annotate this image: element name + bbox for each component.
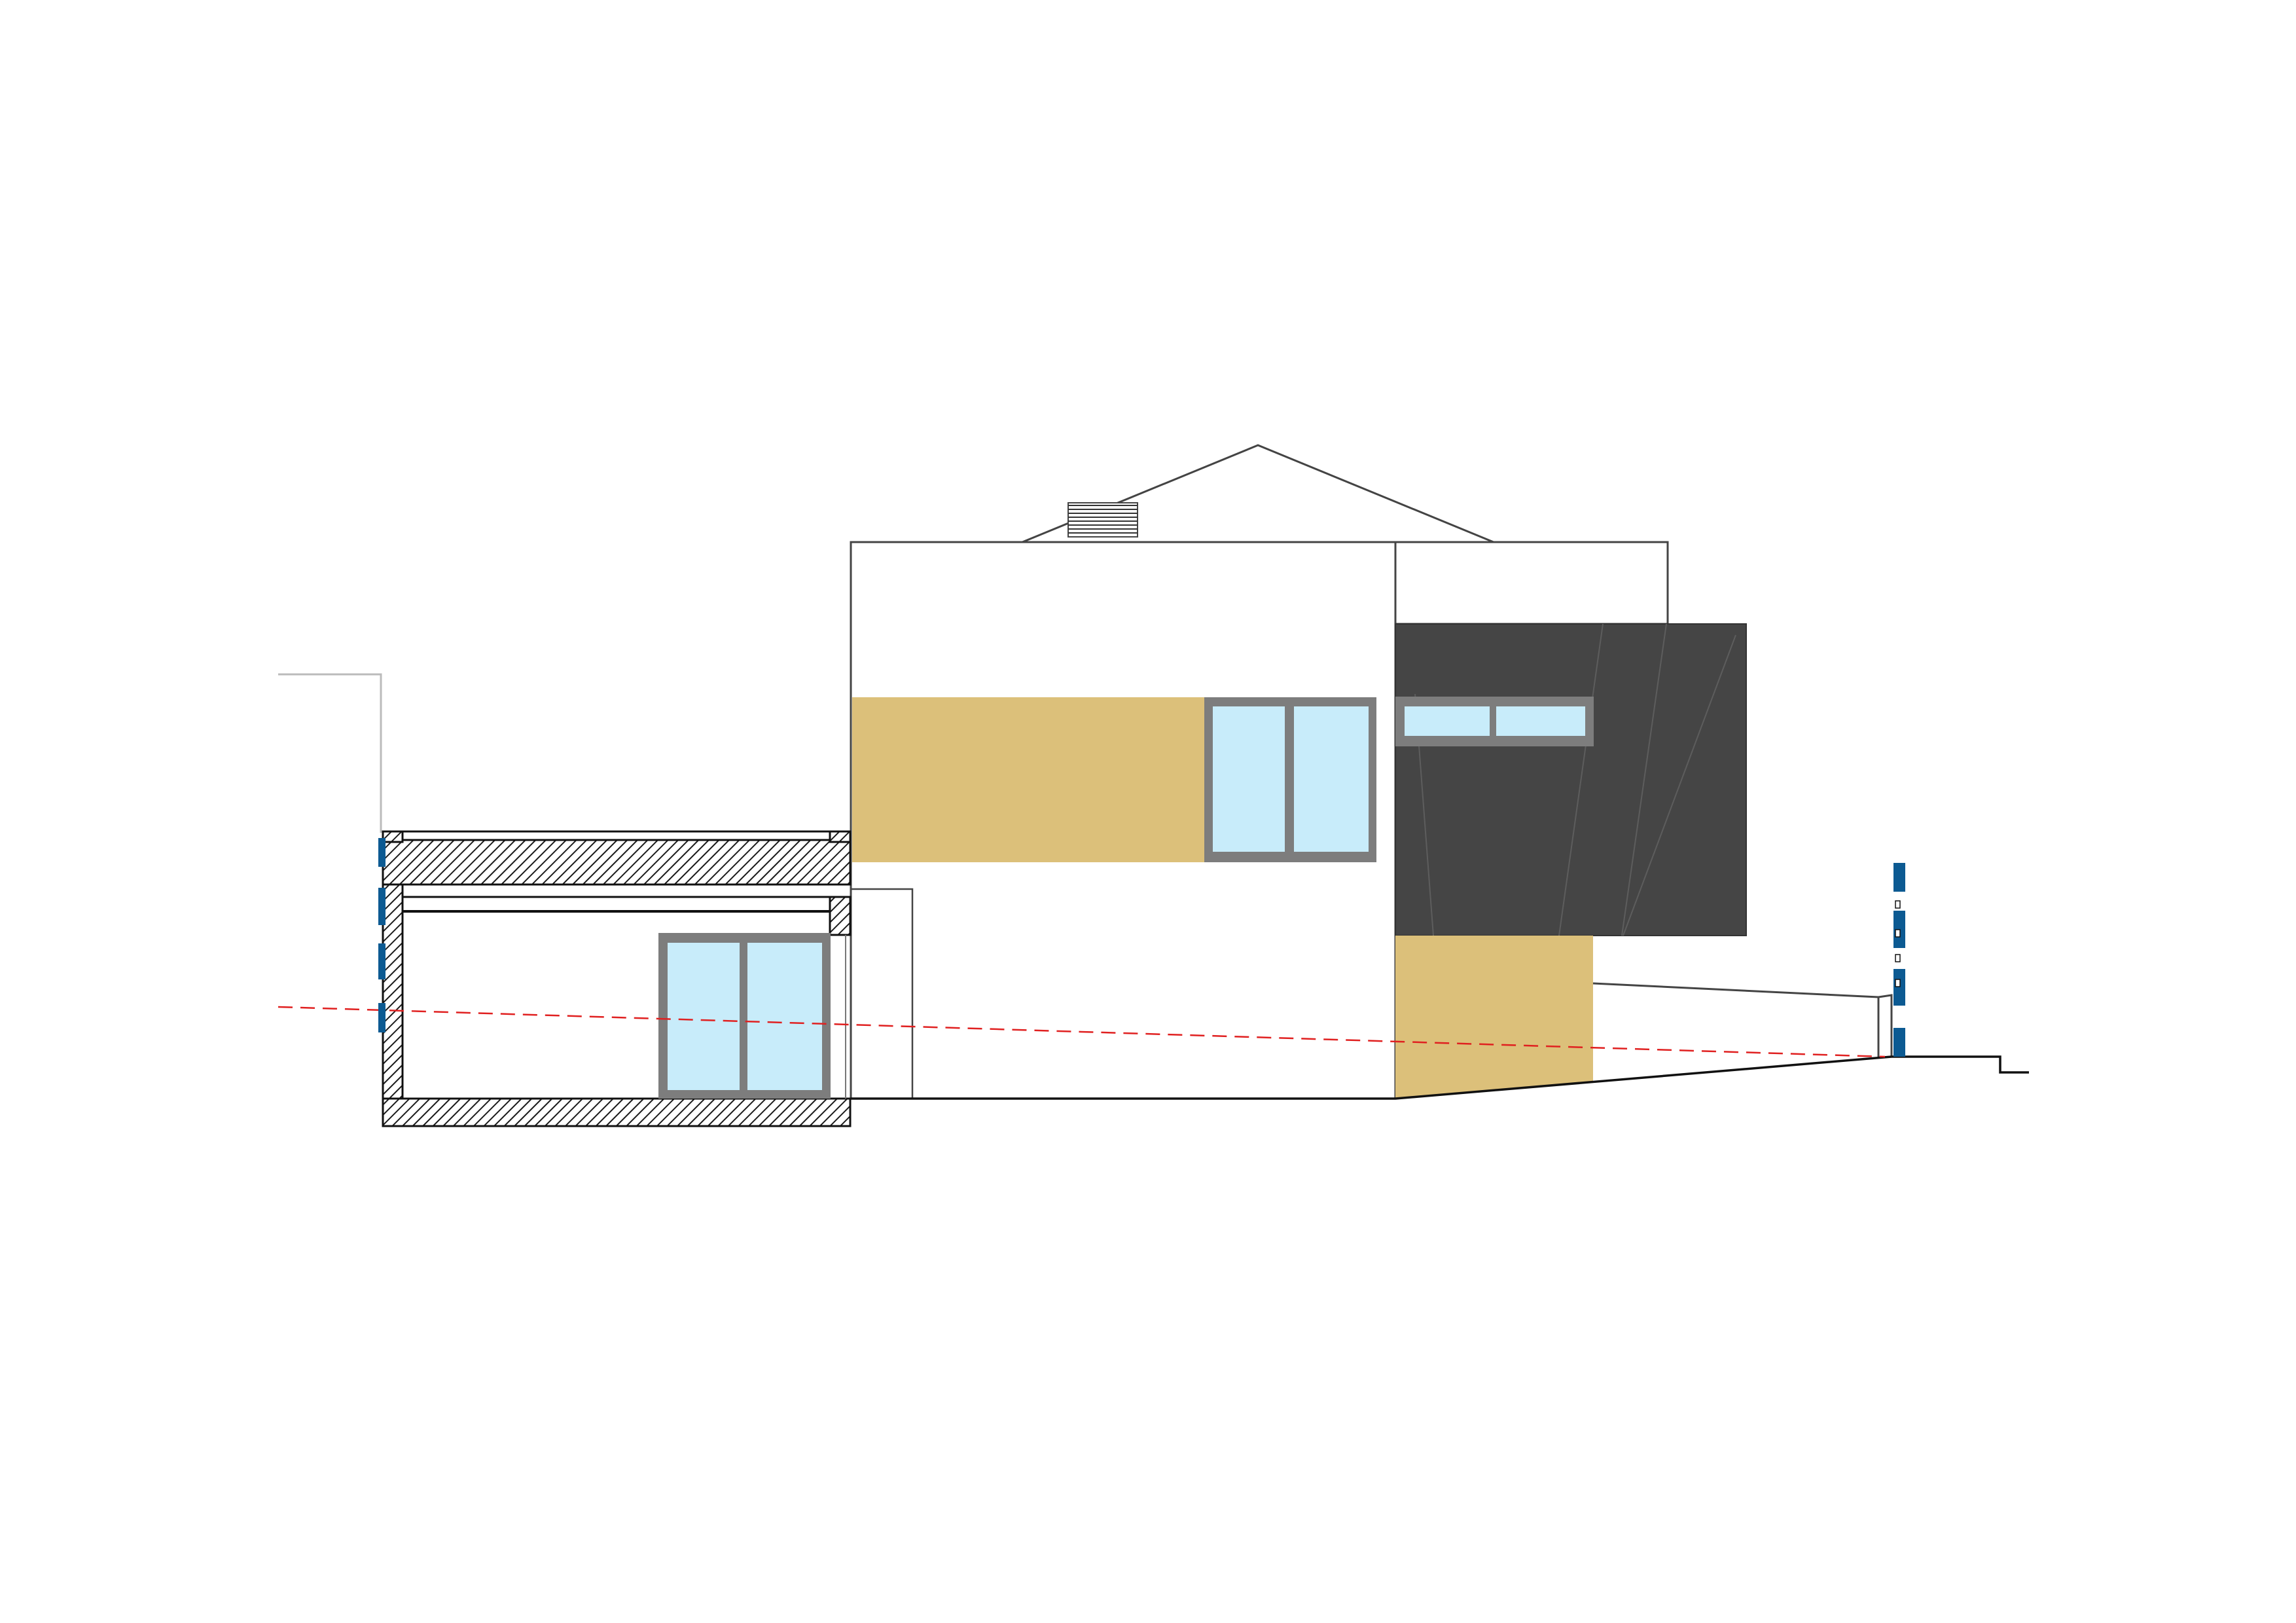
ground-line <box>851 1055 2029 1100</box>
ocher-cladding-band <box>852 697 1206 862</box>
section-marker <box>378 838 386 867</box>
section-markers-left <box>378 838 386 1032</box>
right-wall-stub <box>829 896 852 936</box>
ocher-cladding-panel <box>1395 936 1593 1099</box>
floor-slab <box>382 1097 852 1127</box>
section-marker <box>1893 1028 1905 1057</box>
section-marker <box>378 943 386 979</box>
neighbour-boundary-line <box>278 673 382 833</box>
upper-window <box>1204 697 1376 862</box>
garage-window <box>658 933 831 1099</box>
section-marker <box>1893 863 1905 892</box>
dark-cantilever <box>1395 623 1747 936</box>
porch-outline <box>851 888 914 1099</box>
section-markers-right <box>1893 863 1905 1057</box>
garage-section <box>382 830 852 1127</box>
glass-pane-left <box>1405 706 1490 736</box>
glass-pane-left <box>1213 706 1285 852</box>
section-marker <box>378 1003 386 1032</box>
main-volume <box>850 541 1669 1100</box>
boundary-wall <box>1592 982 1893 1057</box>
ceiling-strip <box>401 896 831 913</box>
roof-slab <box>382 839 852 886</box>
upper-right-volume <box>1394 541 1669 625</box>
vent-louvres <box>1068 505 1138 534</box>
left-wall <box>382 883 404 1101</box>
section-marker <box>1893 969 1905 1006</box>
dark-cladding <box>1395 623 1747 936</box>
marker-notch <box>1895 954 1901 962</box>
marker-notch <box>1895 979 1901 987</box>
section-marker <box>378 888 386 925</box>
roof-parapet-right <box>829 830 852 843</box>
ribbon-window <box>1395 697 1594 746</box>
glass-pane-right <box>747 943 822 1090</box>
roof-parapet-left <box>382 830 404 843</box>
glass-pane-right <box>1496 706 1585 736</box>
dashed-ground-reference-line <box>278 1006 1886 1058</box>
marker-notch <box>1895 900 1901 909</box>
marker-notch <box>1895 929 1901 938</box>
roof-vent <box>1067 502 1138 538</box>
glass-pane-right <box>1294 706 1369 852</box>
glass-pane-left <box>668 943 740 1090</box>
pitched-roof <box>1022 444 1494 543</box>
